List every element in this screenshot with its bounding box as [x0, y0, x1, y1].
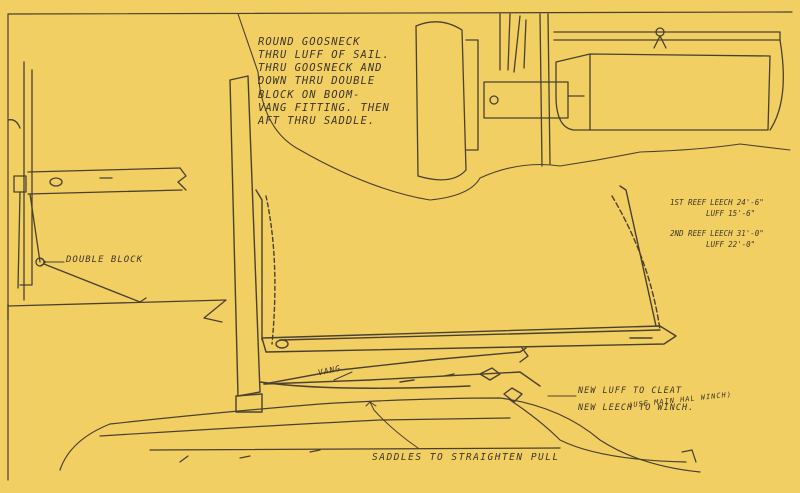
- new-luff-label: New Luff to Cleat: [578, 386, 682, 396]
- reef-row: 2nd Reef Leech 31'-0": [670, 229, 764, 238]
- reef-row: 1st Reef Leech 24'-6": [670, 198, 764, 207]
- reef-dimension-value: 24'-6": [736, 198, 764, 207]
- rigging-note-line: vang Fitting. Then: [258, 101, 390, 114]
- rigging-note-line: Thru Luff of Sail.: [258, 49, 390, 62]
- gooseneck-detail: [415, 13, 784, 181]
- new-leech-label: New Leech to Winch.: [578, 403, 695, 413]
- reef-dimension-label: Luff: [706, 240, 725, 250]
- reef-dimension-value: 15'-6": [728, 209, 756, 219]
- reef-dimension-label: Leech: [710, 198, 733, 207]
- left-detail: [7, 61, 227, 323]
- leader-lines: [39, 257, 577, 449]
- sheet-border: [7, 11, 793, 481]
- deck-outline: [59, 397, 701, 473]
- reef-dimension-value: 31'-0": [736, 228, 764, 238]
- rigging-note-line: Round Goosneck: [258, 36, 361, 48]
- detail-boundary: [237, 13, 791, 201]
- double-block-label: Double Block: [66, 255, 144, 265]
- saddles-label: Saddles To Straighten Pull: [372, 452, 560, 463]
- rigging-note-line: Block on Boom-: [258, 88, 361, 101]
- rigging-note: Round Goosneck Thru Luff of Sail. Thru G…: [258, 36, 390, 128]
- rigging-note-line: Thru Goosneck and: [258, 62, 383, 75]
- mast-and-boom: [229, 75, 677, 413]
- reef-name: 1st Reef: [670, 198, 707, 207]
- reef-dimension-value: 22'-0": [728, 240, 756, 250]
- reef-dimension-label: Luff: [706, 209, 725, 219]
- rigging-note-line: Aft Thru Saddle.: [258, 114, 376, 127]
- reef-name: 2nd Reef: [670, 228, 707, 238]
- reef-dimension-label: Leech: [710, 228, 733, 238]
- reef-dimensions: 1st Reef Leech 24'-6" Luff 15'-6" 2nd Re…: [670, 198, 764, 252]
- reef-row: Luff 15'-6": [670, 209, 764, 218]
- rigging-note-line: Down Thru Double: [258, 75, 376, 88]
- reef-row: Luff 22'-0": [670, 240, 764, 249]
